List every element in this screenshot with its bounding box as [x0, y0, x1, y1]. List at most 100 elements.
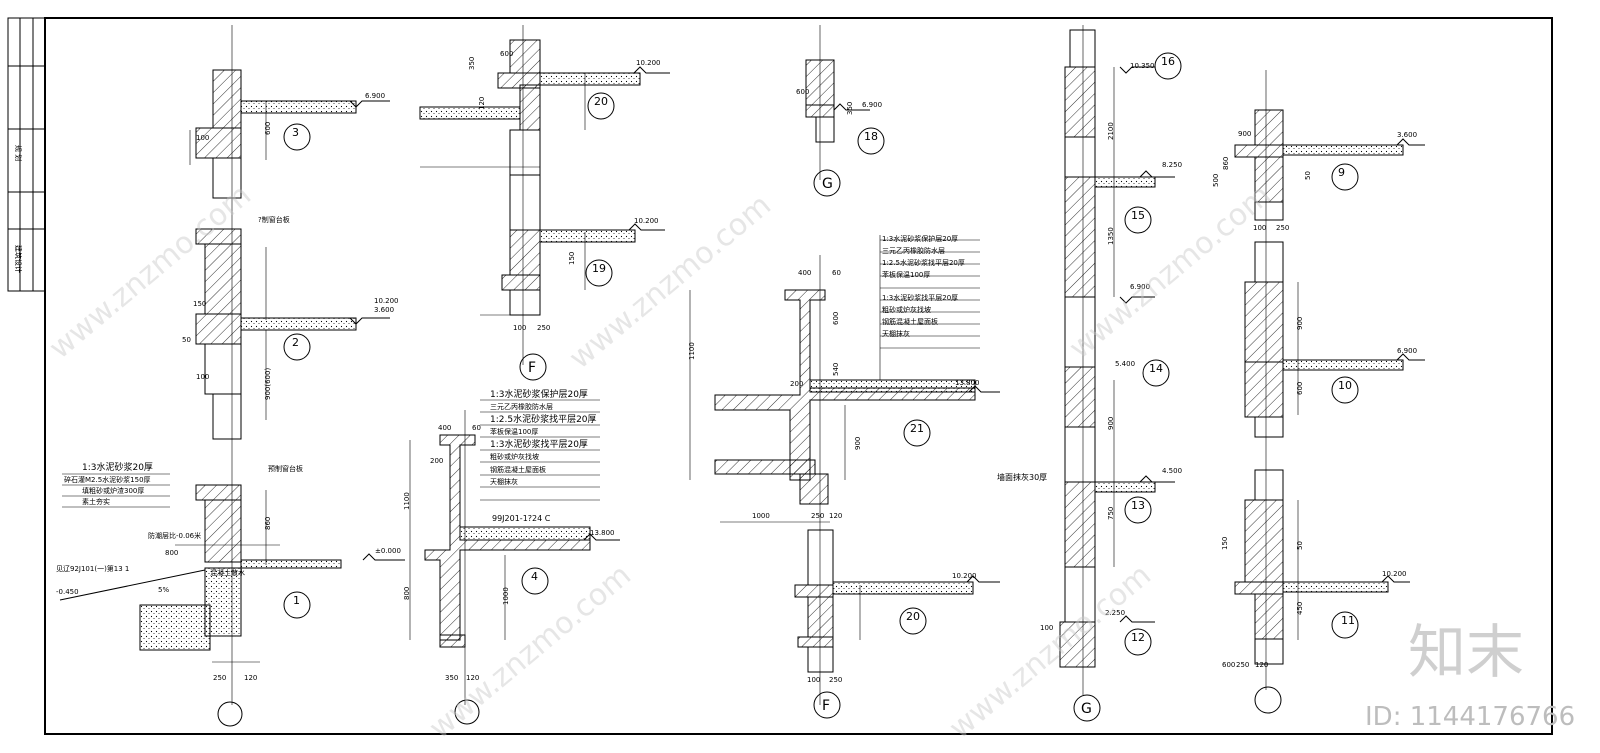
d17-number: 18 — [864, 130, 878, 143]
d18-dim-600: 150 — [568, 252, 576, 265]
d18-dim-350: 100 — [513, 324, 526, 332]
d20-dim-350: 100 — [807, 676, 820, 684]
d14-dim: 900 — [1107, 417, 1115, 430]
d21-layer-3: 1:2.5水泥砂浆找平层20厚 — [882, 258, 965, 267]
d1-note-dpc: 防潮层比-0.06米 — [148, 531, 201, 540]
d13-dim: 750 — [1107, 507, 1115, 520]
d17-marker — [857, 127, 885, 155]
detail-2-labels: 10.200 3.600 ?制窗台板 150 50 100 900(600) 2 — [182, 215, 399, 400]
d11-dim-50: 860 — [1222, 157, 1230, 170]
d9-dim-100: 250 — [1236, 661, 1249, 669]
d4-dim-1000: 1000 — [502, 587, 510, 605]
d19-number: 20 — [594, 95, 608, 108]
d13-number: 13 — [1131, 499, 1145, 512]
d19-dim-100: 350 — [468, 57, 476, 70]
d3-marker — [283, 123, 311, 151]
d3-elevation: 6.900 — [365, 92, 385, 100]
d10-marker — [1331, 376, 1359, 404]
d1-layer-3: 填粗砂或炉渣300厚 — [82, 486, 144, 495]
d14-number: 14 — [1149, 362, 1163, 375]
d2-note: ?制窗台板 — [258, 215, 290, 224]
d11-dim-150: 900 — [1238, 130, 1251, 138]
watermark-logo: 知末 — [1408, 618, 1524, 686]
d2-dim-900: 900(600) — [264, 368, 272, 400]
d15-elevation-1: 8.250 — [1162, 161, 1182, 169]
d1-note-apron: 混凝土散水 — [210, 568, 245, 577]
d2-marker — [283, 333, 311, 361]
detail-column-d: 10.350 2100 16 8.250 1350 15 6.900 5.400… — [997, 25, 1182, 695]
axis-bubble-f-2 — [813, 691, 841, 719]
d11-dim-450: 500 — [1212, 174, 1220, 187]
d19-marker — [587, 92, 615, 120]
d21-dim-200: 200 — [790, 380, 803, 388]
d11-dim-250: 100 — [1253, 224, 1266, 232]
d4-layer-1: 1:3水泥砂浆保护层20厚 — [490, 388, 588, 400]
d4-layer-2: 三元乙丙橡胶防水层 — [490, 402, 553, 411]
d11-number: 9 — [1338, 166, 1345, 179]
d2-dim-150: 150 — [193, 300, 206, 308]
d16-elevation: 10.350 — [1130, 62, 1155, 70]
detail-column-e: 3.600 900 860 500 50 100 250 9 6.900 900… — [1212, 70, 1425, 714]
d4-layer-7: 钢筋混凝土屋面板 — [490, 465, 546, 474]
d1-marker — [283, 591, 311, 619]
d21-dim-1000: 1000 — [752, 512, 770, 520]
d1-dim-800: 800 — [165, 549, 178, 557]
d4-dim-120: 120 — [466, 674, 479, 682]
d17-dim-100: 600 — [796, 88, 809, 96]
d11-dim-120: 250 — [1276, 224, 1289, 232]
detail-19-labels: 10.200 600 350 120 20 — [468, 50, 661, 120]
d4-layer-8: 天棚抹灰 — [490, 477, 518, 486]
axis-label-g-1: G — [822, 176, 833, 192]
d18-dim-120: 250 — [537, 324, 550, 332]
detail-18-labels: 10.200 150 100 250 19 — [513, 217, 659, 332]
d1-dim-120: 120 — [244, 674, 257, 682]
d21-dim-540: 540 — [832, 363, 840, 376]
d21-dim-250: 250 — [811, 512, 824, 520]
d11-marker — [1331, 163, 1359, 191]
d20-marker — [899, 607, 927, 635]
watermark-site-5: www.znzmo.com — [943, 558, 1158, 747]
d10-dim-600: 600 — [1296, 382, 1304, 395]
d15-marker — [1124, 206, 1152, 234]
d4-note-ref: 99J201-1?24 C — [492, 514, 551, 523]
d21-dim-400: 400 — [798, 269, 811, 277]
d12-marker — [1124, 628, 1152, 656]
d1-layer-4: 素土夯实 — [82, 497, 110, 506]
d15-elevation-2: 6.900 — [1130, 283, 1150, 291]
d9-number: 11 — [1341, 614, 1355, 627]
axis-label-f-1: F — [528, 360, 536, 376]
d18-number: 19 — [592, 262, 606, 275]
d1-elevation-2: -0.450 — [56, 588, 79, 596]
d21-layer-1: 1:3水泥砂浆保护层20厚 — [882, 234, 958, 243]
d20-elevation: 10.200 — [952, 572, 977, 580]
d4-dim-400: 400 — [438, 424, 451, 432]
detail-1-labels: ±0.000 -0.450 1:3水泥砂浆20厚 碎石灌M2.5水泥砂浆150厚… — [56, 461, 405, 727]
d1-dim-860: 860 — [264, 517, 272, 530]
d11-elevation: 3.600 — [1397, 131, 1417, 139]
d4-layer-5: 1:3水泥砂浆找平层20厚 — [490, 438, 588, 450]
d9-dim-900: 150 — [1221, 537, 1229, 550]
d16-number: 16 — [1161, 55, 1175, 68]
d4-dim-800: 800 — [403, 587, 411, 600]
d16-dim: 2100 — [1107, 122, 1115, 140]
title-block: 规 划 建筑设计 — [7, 17, 46, 292]
axis-bubble-g-1 — [813, 169, 841, 197]
d20-number: 20 — [906, 610, 920, 623]
d4-marker — [521, 567, 549, 595]
axis-bubble-f-1 — [519, 353, 547, 381]
title-block-label-1: 规 划 — [14, 145, 23, 161]
d19-dim-150: 600 — [500, 50, 513, 58]
detail-4: 1:3水泥砂浆保护层20厚 三元乙丙橡胶防水层 1:2.5水泥砂浆找平层20厚 … — [403, 388, 620, 725]
d14-elevation: 5.400 — [1115, 360, 1135, 368]
detail-3-labels: 6.900 100 600 3 — [196, 92, 390, 151]
d13-marker — [1124, 496, 1152, 524]
d21-layer-5: 1:3水泥砂浆找平层20厚 — [882, 293, 958, 302]
d21-layer-2: 三元乙丙橡胶防水层 — [882, 246, 945, 255]
d17-dim-180: 350 — [846, 102, 854, 115]
d21-layer-8: 天棚抹灰 — [882, 329, 910, 338]
d12-number: 12 — [1131, 631, 1145, 644]
d21-dim-1100: 1100 — [688, 342, 696, 360]
d12-dim: 100 — [1040, 624, 1053, 632]
d1-layer-2: 碎石灌M2.5水泥砂浆150厚 — [64, 475, 151, 484]
d9-marker — [1331, 611, 1359, 639]
